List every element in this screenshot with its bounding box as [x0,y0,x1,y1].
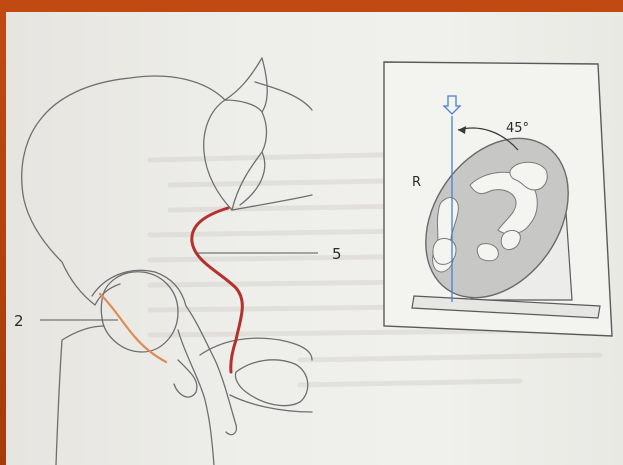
femur-outline [56,326,214,465]
side-marker-r: R [412,175,421,190]
sacrum-outline [232,58,312,210]
angle-label: 45° [506,121,529,136]
iliac-inner-outline [204,100,267,210]
callout-2-label: 2 [14,312,24,330]
callout-5-label: 5 [332,245,342,263]
pubic-bone [477,244,498,261]
trochanter-outline [174,360,197,397]
pubis-outline [200,338,312,412]
axial-projection-inset: 45° R [384,62,612,336]
ilioischial-line [100,294,166,362]
